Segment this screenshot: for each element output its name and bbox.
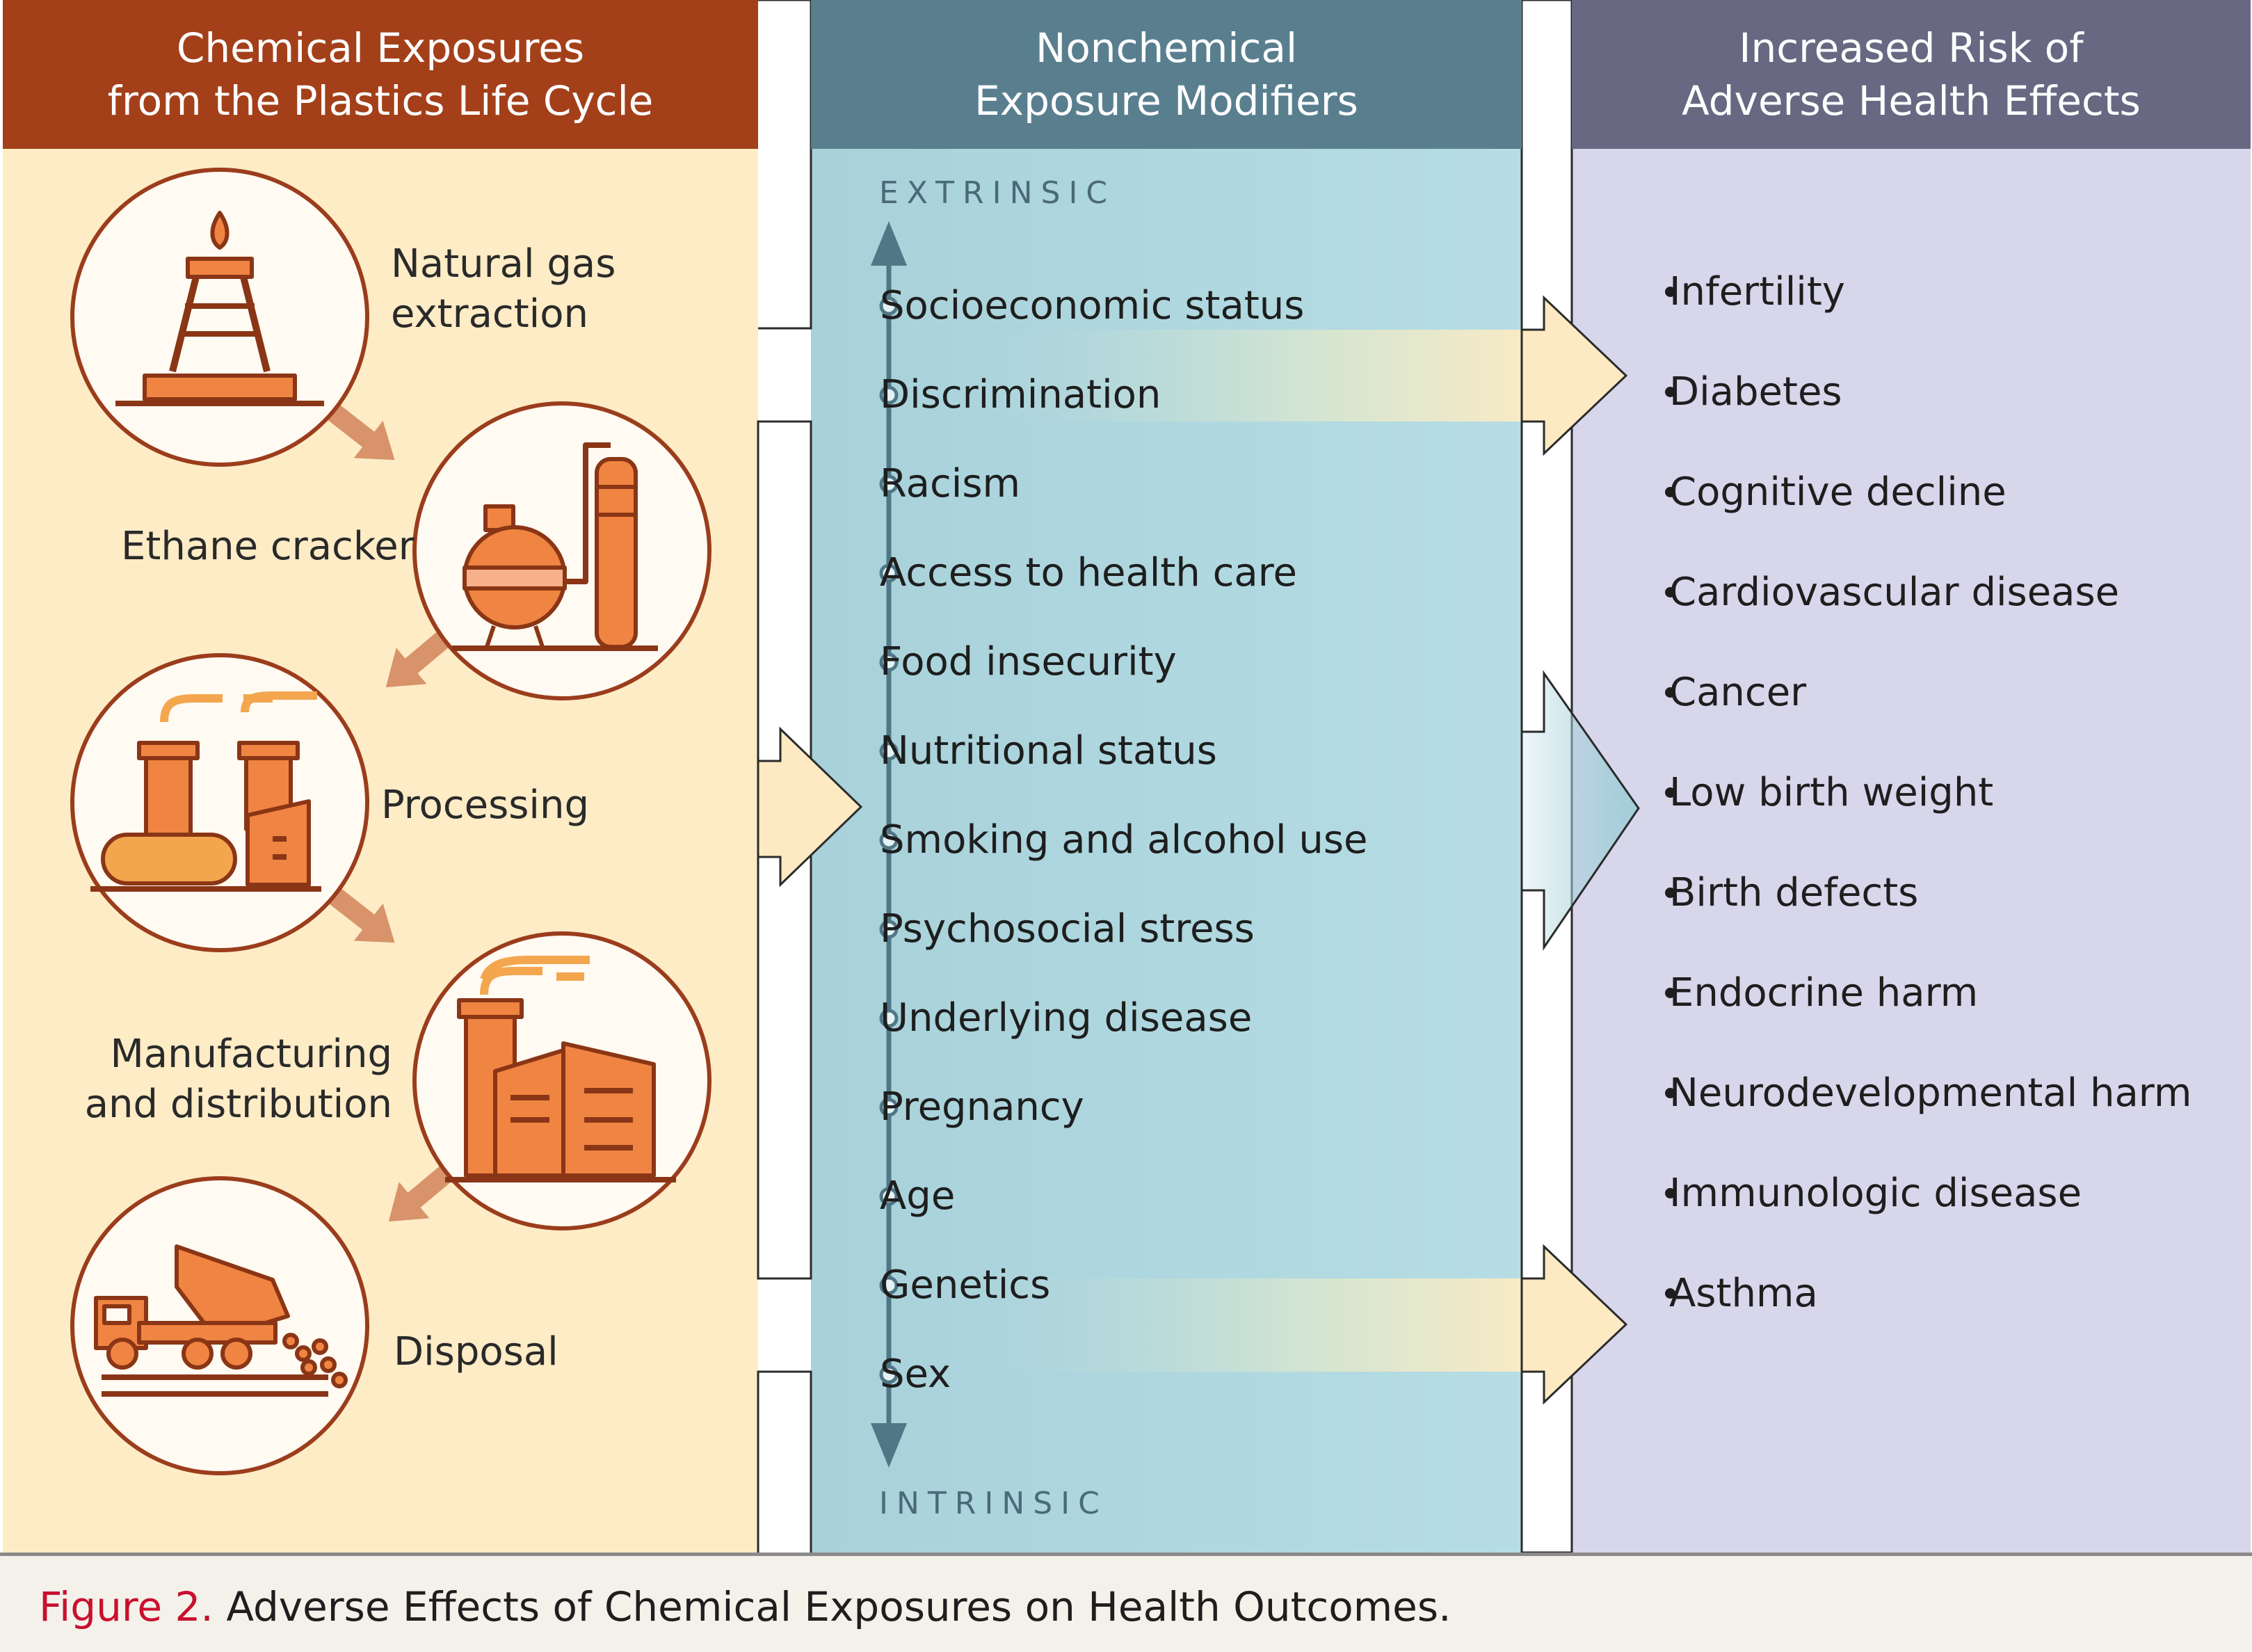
modifier-item: Age (880, 1174, 1471, 1219)
outcome-item: Diabetes (1669, 370, 1842, 415)
cracker-circle (415, 403, 709, 698)
outcome-item: Cancer (1669, 671, 1806, 715)
axis-label-extrinsic: EXTRINSIC (879, 175, 1116, 211)
modifier-item: Food insecurity (880, 640, 1471, 684)
stage-line: extraction (391, 289, 616, 339)
header-line: Chemical Exposures (177, 22, 584, 74)
modifier-item: Discrimination (880, 373, 1471, 417)
outcome-item: Asthma (1669, 1272, 1818, 1316)
outcome-item: Infertility (1669, 270, 1845, 314)
health-effects-header: Increased Risk of Adverse Health Effects (1572, 0, 2251, 149)
caption-label: Figure 2. (39, 1583, 214, 1630)
modifier-item: Access to health care (880, 551, 1471, 595)
modifier-item: Smoking and alcohol use (880, 818, 1471, 863)
modifier-item: Pregnancy (880, 1085, 1471, 1130)
stage-line: Manufacturing (56, 1029, 392, 1080)
axis-label-intrinsic: INTRINSIC (879, 1486, 1108, 1521)
stage-line: Processing (381, 780, 589, 831)
modifier-item: Racism (880, 462, 1471, 506)
modifier-item: Sex (880, 1352, 1471, 1397)
stage-line: Natural gas (391, 239, 616, 289)
figure-caption: Figure 2. Adverse Effects of Chemical Ex… (0, 1553, 2252, 1652)
stage-label-disposal: Disposal (394, 1327, 558, 1377)
stage-label-ethane-cracker: Ethane cracker (121, 522, 415, 572)
outcome-item: Cognitive decline (1669, 470, 2006, 515)
modifier-item: Nutritional status (880, 729, 1471, 773)
header-line: Exposure Modifiers (974, 74, 1358, 127)
nonchemical-modifiers-header: Nonchemical Exposure Modifiers (811, 0, 1522, 149)
stage-label-processing: Processing (381, 780, 589, 831)
outcome-item: Neurodevelopmental harm (1669, 1071, 2191, 1116)
stage-label-natural-gas: Natural gas extraction (391, 239, 616, 339)
risk-panel (1572, 149, 2251, 1553)
modifier-item: Genetics (880, 1263, 1471, 1308)
modifier-item: Underlying disease (880, 996, 1471, 1041)
header-line: from the Plastics Life Cycle (108, 74, 654, 127)
header-line: Adverse Health Effects (1682, 74, 2141, 127)
header-line: Nonchemical (1036, 22, 1297, 74)
stage-line: and distribution (56, 1080, 392, 1130)
outcome-item: Immunologic disease (1669, 1171, 2082, 1216)
stage-label-manufacturing: Manufacturing and distribution (56, 1029, 392, 1130)
stage-line: Disposal (394, 1327, 558, 1377)
outcome-item: Cardiovascular disease (1669, 570, 2119, 615)
modifier-item: Socioeconomic status (880, 284, 1471, 328)
caption-text: Figure 2. Adverse Effects of Chemical Ex… (39, 1582, 1451, 1631)
outcome-item: Endocrine harm (1669, 971, 1978, 1016)
outcome-item: Low birth weight (1669, 771, 1993, 815)
outcome-item: Birth defects (1669, 871, 1918, 915)
stage-line: Ethane cracker (121, 522, 415, 572)
caption-title: Adverse Effects of Chemical Exposures on… (226, 1583, 1451, 1630)
modifier-item: Psychosocial stress (880, 907, 1471, 952)
header-line: Increased Risk of (1739, 22, 2083, 74)
chemical-exposures-header: Chemical Exposures from the Plastics Lif… (3, 0, 758, 149)
